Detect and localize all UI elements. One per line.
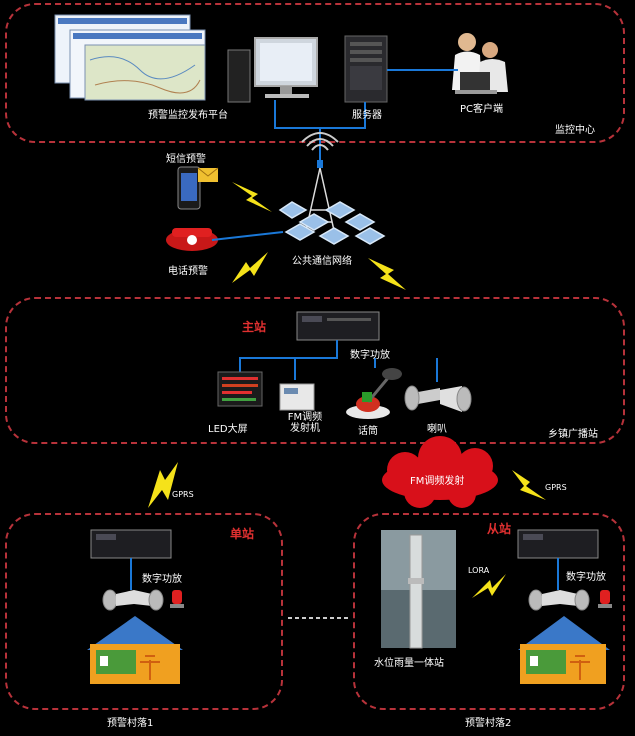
led-screen-label: LED大屏 <box>208 424 248 435</box>
village1-amplifier-icon <box>90 529 172 559</box>
network-label: 公共通信网络 <box>292 256 352 267</box>
township-station-label: 乡镇广播站 <box>548 429 598 440</box>
water-rain-station-photo <box>381 530 456 649</box>
fm-cloud-label: FM调频发射 <box>410 476 465 487</box>
server-label: 服务器 <box>352 110 382 121</box>
slave-station-title: 从站 <box>487 522 512 536</box>
gprs-right-label: GPRS <box>545 483 567 492</box>
master-amp-label: 数字功放 <box>350 350 390 361</box>
village2-house-icon <box>518 616 610 684</box>
village2-amplifier-icon <box>517 529 599 559</box>
village1-speaker-icon <box>102 589 164 611</box>
network-hex-icon <box>278 201 386 245</box>
telephone-icon <box>166 228 218 251</box>
platform-screens-icon <box>54 14 206 101</box>
microphone-icon <box>346 368 402 419</box>
pc-client-icon <box>452 33 508 94</box>
microphone-label: 话筒 <box>358 426 378 437</box>
fm-cloud-icon <box>382 436 498 508</box>
led-screen-icon <box>217 371 263 407</box>
village1-zone <box>5 513 283 710</box>
village2-alarm-light-icon <box>598 590 612 608</box>
fm-transmitter-icon <box>279 383 315 411</box>
village1-alarm-light-icon <box>170 590 184 608</box>
mobile-phone-icon <box>177 166 219 210</box>
horn-label: 喇叭 <box>427 424 447 435</box>
village2-zone <box>353 513 625 710</box>
monitoring-center-zone <box>5 3 625 143</box>
village1-house-icon <box>87 616 183 684</box>
tower-icon <box>301 132 339 236</box>
master-amplifier-icon <box>296 311 380 341</box>
fm-transmitter-label: FM调频发射机 <box>287 412 323 434</box>
monitoring-center-label: 监控中心 <box>555 125 595 136</box>
water-rain-station-label: 水位雨量一体站 <box>374 658 444 669</box>
lightning-icons <box>148 182 546 598</box>
village2-amp-label: 数字功放 <box>566 572 606 583</box>
gprs-left-label: GPRS <box>172 490 194 499</box>
single-station-title: 单站 <box>230 527 255 541</box>
pc-client-label: PC客户端 <box>460 104 504 115</box>
phone-warning-label: 电话预警 <box>168 266 208 277</box>
village2-speaker-icon <box>528 589 590 611</box>
village1-label: 预警村落1 <box>107 718 154 729</box>
township-station-zone <box>5 297 625 444</box>
desktop-computer-icon <box>227 37 318 103</box>
horn-speaker-icon <box>404 385 472 412</box>
lora-label: LORA <box>468 566 490 575</box>
village1-amp-label: 数字功放 <box>142 574 182 585</box>
village2-label: 预警村落2 <box>465 718 512 729</box>
sms-warning-label: 短信预警 <box>166 154 206 165</box>
master-station-title: 主站 <box>242 320 267 334</box>
server-icon <box>344 35 388 103</box>
platform-label: 预警监控发布平台 <box>148 110 228 121</box>
